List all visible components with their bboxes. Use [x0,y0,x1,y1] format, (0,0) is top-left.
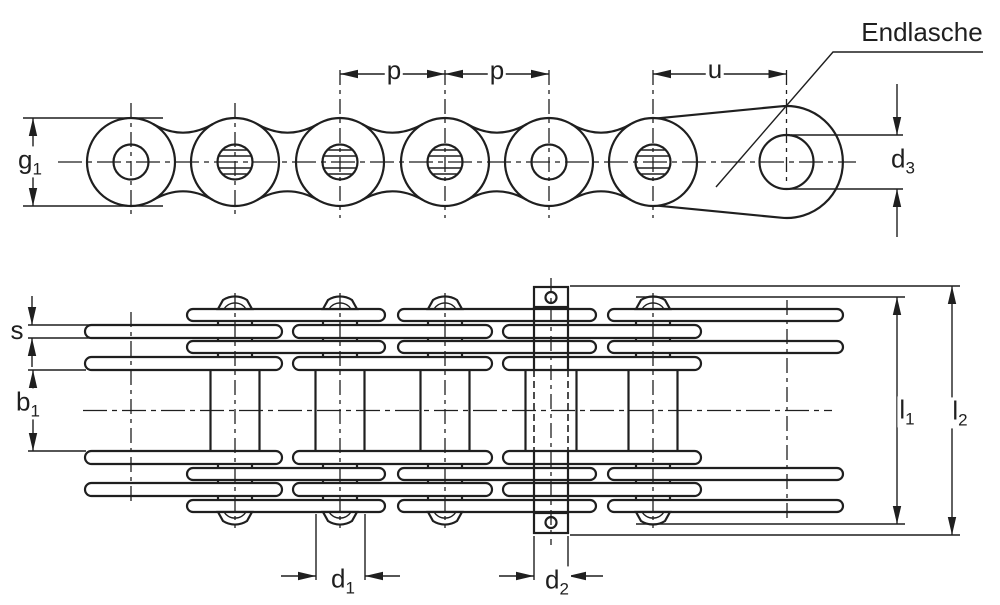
dim-label-p2: p [487,55,507,85]
dim-label-b1: b1 [14,386,42,421]
dim-label-d2: d2 [543,564,571,599]
dim-label-u: u [705,54,725,84]
dim-label-l2: l2 [950,395,970,430]
chain-side-view [23,51,983,237]
dim-label-s: s [8,315,26,345]
dimension-d2 [499,536,603,581]
pin-edges [216,309,672,512]
dim-label-l1: l1 [897,394,917,429]
endlasche-leader [715,51,983,188]
plan-view-centerlines [83,278,832,545]
dimension-p-u [340,69,787,79]
dim-label-d1: d1 [329,563,357,598]
dimension-s [27,296,92,367]
dim-label-d3: d3 [889,143,917,178]
side-view-centerlines [58,70,856,218]
link-plate-waists [152,122,632,202]
endlasche-label: Endlasche [859,17,985,47]
dim-label-g1: g1 [16,144,44,179]
link-plates [83,307,845,514]
dimension-l1 [636,296,905,525]
dim-label-p1: p [384,55,404,85]
dimension-d3 [789,84,903,237]
chain-plan-view [27,278,960,581]
dimension-d1 [281,514,400,581]
